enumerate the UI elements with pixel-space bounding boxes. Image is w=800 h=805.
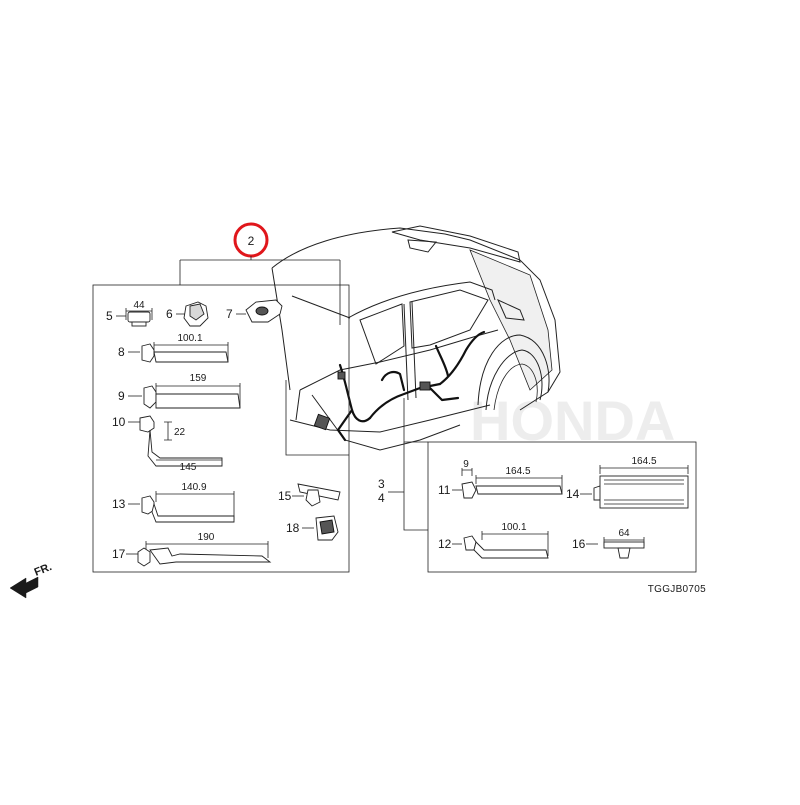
parts-group-left <box>92 284 350 573</box>
wire-harness-on-vehicle <box>313 330 486 442</box>
callout-12: 12 <box>438 537 452 551</box>
part-11[interactable]: 11 9 164.5 <box>438 459 563 499</box>
callout-11: 11 <box>438 483 451 497</box>
part-7[interactable]: 7 <box>226 299 283 323</box>
dim-5: 44 <box>133 300 145 311</box>
arrow-left-icon <box>9 576 39 599</box>
dim-14: 164.5 <box>631 456 656 467</box>
part-5[interactable]: 5 44 <box>106 300 153 327</box>
callout-3: 3 <box>378 477 385 491</box>
dim-8: 100.1 <box>177 333 202 344</box>
dim-11b: 164.5 <box>505 466 530 477</box>
callout-4: 4 <box>378 491 385 505</box>
front-label: FR. <box>33 561 54 579</box>
callout-3-4-bracket[interactable]: 3 4 <box>378 398 428 531</box>
part-10[interactable]: 10 22 145 <box>112 415 223 473</box>
dim-10b: 145 <box>180 462 197 473</box>
vehicle-outline <box>271 225 561 451</box>
front-direction-indicator: FR. <box>9 561 54 599</box>
callout-10: 10 <box>112 415 126 429</box>
callout-15: 15 <box>278 489 292 503</box>
callout-18: 18 <box>286 521 300 535</box>
diagram-code: TGGJB0705 <box>648 584 706 595</box>
callout-7: 7 <box>226 307 233 321</box>
dim-10a: 22 <box>174 427 186 438</box>
part-14[interactable]: 14 164.5 <box>566 456 689 509</box>
part-9[interactable]: 9 159 <box>118 373 241 409</box>
part-8[interactable]: 8 100.1 <box>118 333 229 363</box>
part-15[interactable]: 15 <box>278 483 341 507</box>
part-6[interactable]: 6 <box>166 301 209 327</box>
dim-12: 100.1 <box>501 522 526 533</box>
callout-2-highlight[interactable]: 2 <box>233 222 269 258</box>
watermark: HONDA <box>470 389 675 452</box>
callout-9: 9 <box>118 389 125 403</box>
callout-16: 16 <box>572 537 586 551</box>
callout-5: 5 <box>106 309 113 323</box>
parts-group-right <box>427 441 697 573</box>
callout-8: 8 <box>118 345 125 359</box>
callout-6: 6 <box>166 307 173 321</box>
callout-2-label: 2 <box>248 234 255 248</box>
callout-13: 13 <box>112 497 126 511</box>
dim-13: 140.9 <box>181 482 206 493</box>
part-17[interactable]: 17 190 <box>112 532 272 567</box>
part-13[interactable]: 13 140.9 <box>112 482 235 523</box>
dim-9: 159 <box>190 373 207 384</box>
callout-17: 17 <box>112 547 126 561</box>
part-12[interactable]: 12 100.1 <box>438 522 549 559</box>
callout-14: 14 <box>566 487 580 501</box>
part-18[interactable]: 18 <box>286 515 339 541</box>
dim-17: 190 <box>198 532 215 543</box>
part-16[interactable]: 16 64 <box>572 528 645 559</box>
dim-11a: 9 <box>463 459 469 470</box>
dim-16: 64 <box>618 528 630 539</box>
